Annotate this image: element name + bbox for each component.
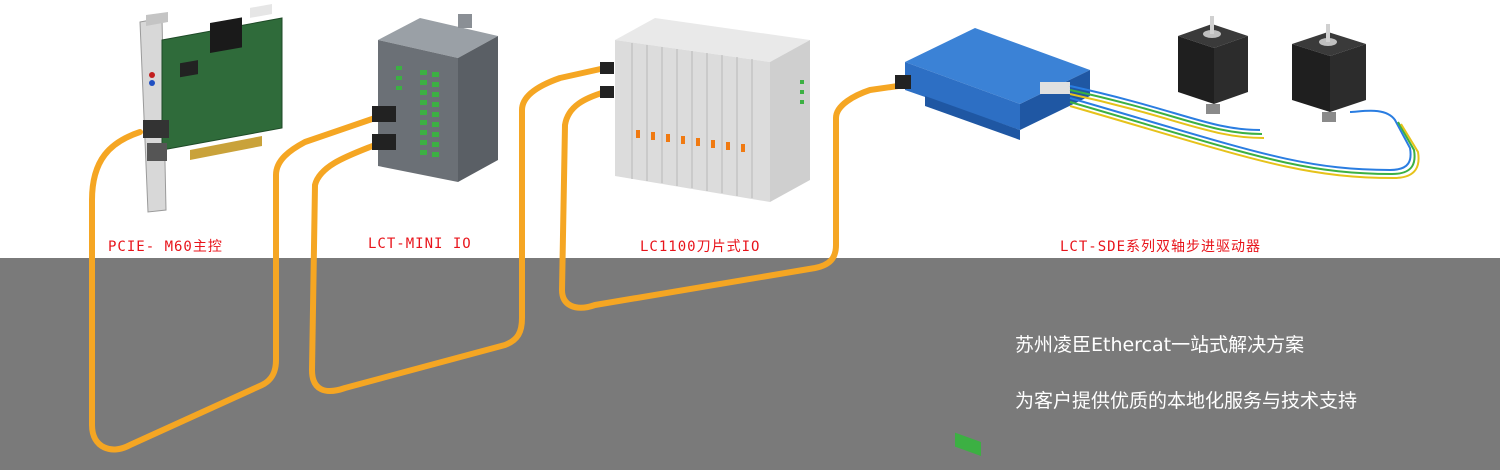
cable-pcie-to-mini [89,115,378,453]
cable-lc1100-to-sde [559,82,908,311]
label-lct-sde: LCT-SDE系列双轴步进驱动器 [1060,239,1262,255]
tagline-line-2: 为客户提供优质的本地化服务与技术支持 [1015,390,1358,412]
stepper-motor-2 [1292,24,1366,122]
cable-mini-to-lc1100-a [309,65,608,394]
ethernet-cables [89,65,908,453]
lc1100-blade-io [600,18,810,202]
lct-sde-stepper-driver [895,28,1090,457]
motor-wires [1069,85,1420,180]
stepper-motor-1 [1178,16,1248,114]
tagline-line-1: 苏州凌臣Ethercat一站式解决方案 [1015,334,1305,356]
floor-band [0,258,1500,470]
lct-mini-io-module [372,14,498,182]
label-pcie-m60: PCIE- M60主控 [108,239,223,255]
label-lc1100: LC1100刀片式IO [640,239,761,255]
label-lct-mini-io: LCT-MINI IO [368,236,472,252]
pcie-m60-card [139,4,283,213]
